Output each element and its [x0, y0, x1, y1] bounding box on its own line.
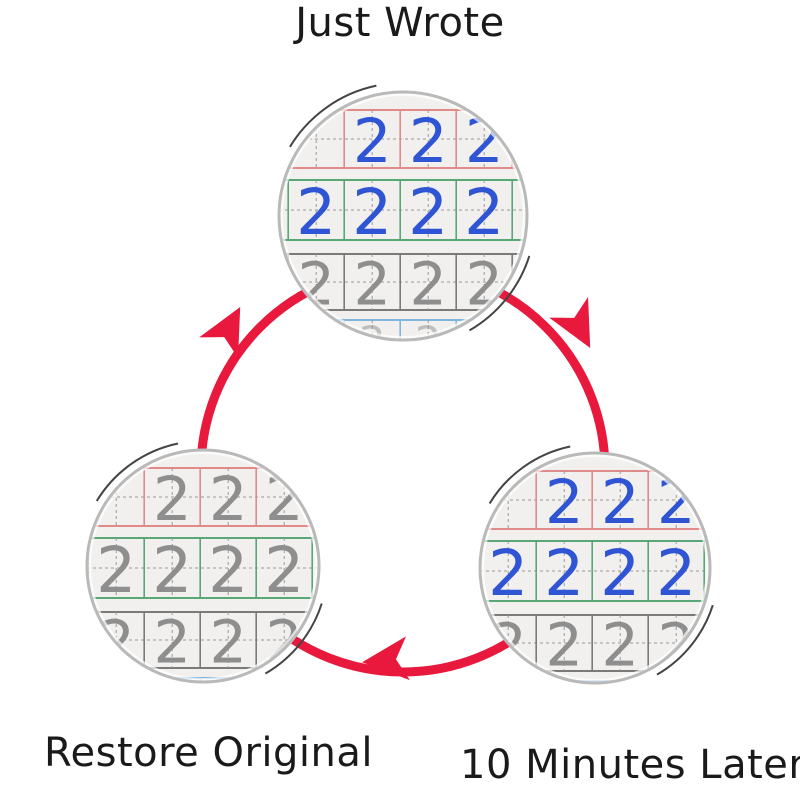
- digit-restore-original: 2: [209, 464, 248, 535]
- digit-restore-original: 2: [152, 534, 192, 607]
- digit-just-wrote: 2: [353, 106, 392, 177]
- digit-just-wrote: 2: [359, 317, 386, 366]
- digit-ten-minutes-later: 2: [488, 537, 528, 610]
- digit-ten-minutes-later: 2: [712, 537, 752, 610]
- digit-restore-original: 2: [96, 534, 136, 607]
- digit-just-wrote: 2: [471, 317, 498, 366]
- digit-ten-minutes-later: 2: [601, 467, 640, 538]
- digit-restore-original: 2: [209, 607, 246, 676]
- label-restore-original: Restore Original: [44, 730, 374, 776]
- digit-restore-original: 2: [103, 675, 130, 724]
- digit-just-wrote: 2: [409, 106, 448, 177]
- digit-ten-minutes-later: 2: [545, 467, 584, 538]
- digit-ten-minutes-later: 2: [545, 610, 582, 679]
- digit-restore-original: 2: [159, 675, 186, 724]
- rim-ten-minutes-later: [478, 451, 712, 685]
- digit-restore-original: 2: [327, 675, 354, 724]
- digit-restore-original: 2: [208, 534, 248, 607]
- digit-ten-minutes-later: 2: [713, 467, 752, 538]
- digit-just-wrote: 2: [521, 106, 560, 177]
- digit-ten-minutes-later: 2: [663, 678, 690, 727]
- digit-restore-original: 2: [153, 607, 190, 676]
- arrowhead-left: [199, 307, 241, 358]
- paper-just-wrote: [279, 92, 527, 340]
- digit-ten-minutes-later: 2: [600, 537, 640, 610]
- digit-just-wrote: 2: [464, 176, 504, 249]
- digit-just-wrote: 2: [303, 317, 330, 366]
- digit-just-wrote: 2: [415, 317, 442, 366]
- rim-restore-original: [85, 448, 321, 684]
- digit-restore-original: 2: [321, 464, 360, 535]
- digit-just-wrote: 2: [296, 176, 336, 249]
- digit-ten-minutes-later: 2: [719, 678, 746, 727]
- digit-just-wrote: 2: [352, 176, 392, 249]
- digit-ten-minutes-later: 2: [551, 678, 578, 727]
- rim-just-wrote: [277, 90, 529, 342]
- digit-restore-original: 2: [320, 534, 360, 607]
- digit-just-wrote: 2: [409, 249, 446, 318]
- digit-ten-minutes-later: 2: [713, 610, 750, 679]
- digit-just-wrote: 2: [353, 249, 390, 318]
- arrowhead-right: [549, 297, 591, 348]
- digit-ten-minutes-later: 2: [656, 537, 696, 610]
- label-ten-minutes-later: 10 Minutes Later: [460, 742, 800, 788]
- label-just-wrote: Just Wrote: [295, 0, 505, 46]
- digit-restore-original: 2: [264, 534, 304, 607]
- digit-ten-minutes-later: 2: [495, 678, 522, 727]
- paper-ten-minutes-later: [480, 453, 710, 683]
- digit-ten-minutes-later: 2: [544, 537, 584, 610]
- digit-restore-original: 2: [271, 675, 298, 724]
- arrowhead-bottom: [362, 636, 410, 681]
- digit-restore-original: 2: [153, 464, 192, 535]
- digit-just-wrote: 2: [408, 176, 448, 249]
- digit-ten-minutes-later: 2: [601, 610, 638, 679]
- digit-ten-minutes-later: 2: [607, 678, 634, 727]
